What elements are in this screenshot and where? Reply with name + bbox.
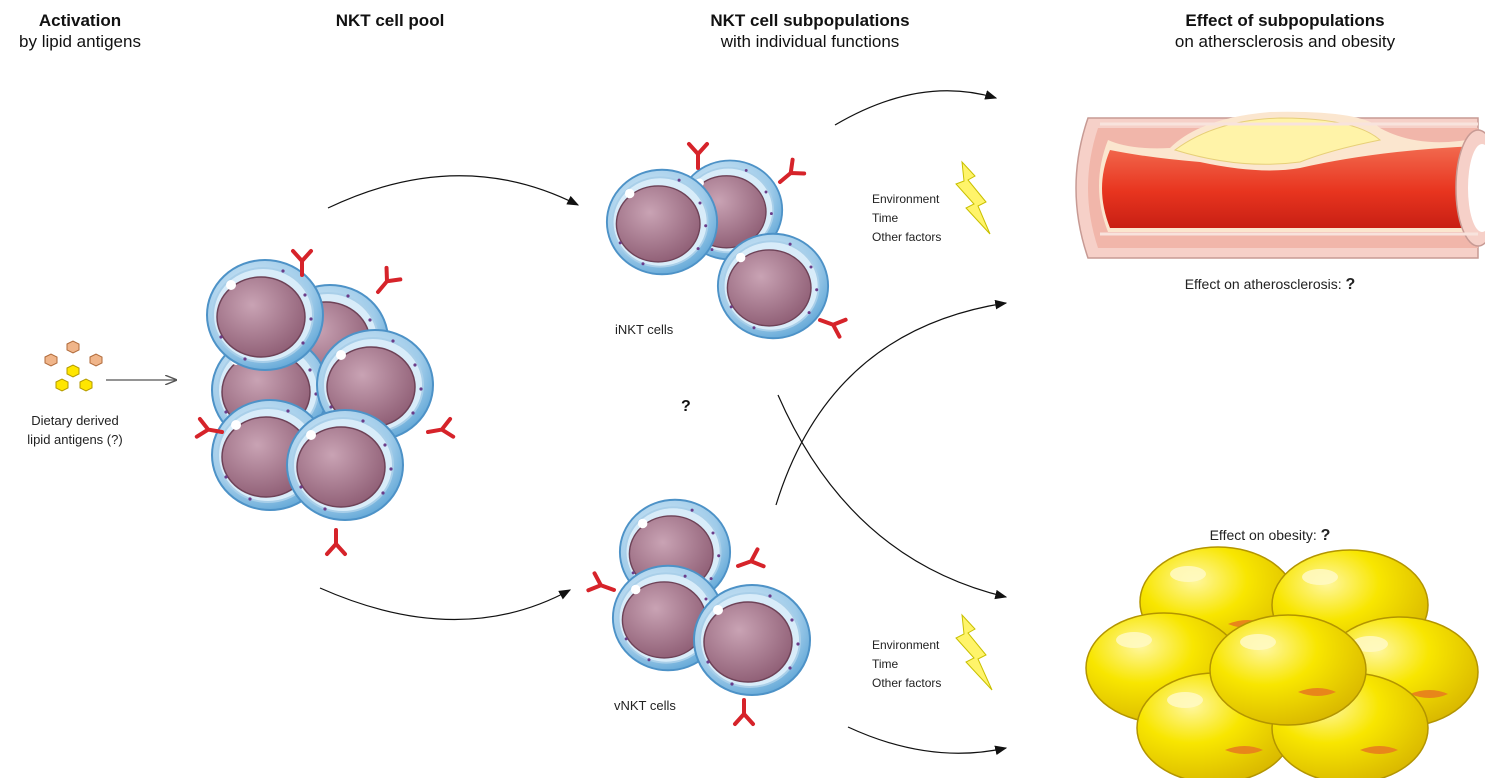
factor-bottom-other: Other factors <box>872 674 941 693</box>
factors-bottom: Environment Time Other factors <box>872 636 941 693</box>
adipocyte-cluster <box>1086 547 1478 778</box>
atherosclerosis-effect-label: Effect on atherosclerosis: ? <box>1140 276 1400 294</box>
atherosclerosis-effect-value: ? <box>1346 276 1356 293</box>
factor-bottom-environment: Environment <box>872 636 941 655</box>
antigen-label: Dietary derived lipid antigens (?) <box>0 411 150 449</box>
obesity-effect-value: ? <box>1321 527 1331 544</box>
arrow-to-inkt <box>328 176 578 208</box>
vnkt-cell-cluster <box>588 500 810 724</box>
lightning-icon-top <box>956 162 990 234</box>
arrow-inkt-to-vessel <box>835 91 996 125</box>
factor-top-environment: Environment <box>872 190 941 209</box>
factor-top-time: Time <box>872 209 941 228</box>
obesity-effect-label: Effect on obesity: ? <box>1160 527 1380 545</box>
vnkt-cells-label: vNKT cells <box>614 698 714 713</box>
middle-question-mark: ? <box>681 398 691 416</box>
antigen-label-line2: lipid antigens (?) <box>0 430 150 449</box>
antigen-label-line1: Dietary derived <box>0 411 150 430</box>
factor-bottom-time: Time <box>872 655 941 674</box>
lightning-icon-bottom <box>956 615 992 690</box>
arrow-vnkt-to-vessel <box>776 303 1006 505</box>
atherosclerosis-effect-text: Effect on atherosclerosis: <box>1185 276 1342 292</box>
blood-vessel-illustration <box>1076 112 1485 258</box>
lipid-antigens <box>45 341 102 391</box>
inkt-cells-label: iNKT cells <box>615 322 715 337</box>
inkt-cell-cluster <box>607 144 846 338</box>
nkt-cell-pool <box>197 251 453 554</box>
arrow-to-vnkt <box>320 588 570 620</box>
obesity-effect-text: Effect on obesity: <box>1210 527 1317 543</box>
factor-top-other: Other factors <box>872 228 941 247</box>
arrow-vnkt-to-fat <box>848 727 1006 753</box>
factors-top: Environment Time Other factors <box>872 190 941 247</box>
